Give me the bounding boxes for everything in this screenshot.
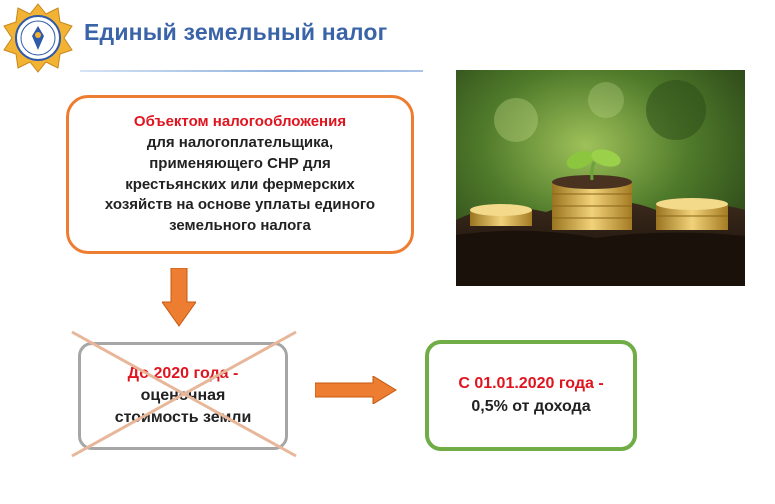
taxation-object-line: хозяйств на основе уплаты единого [104, 196, 376, 214]
coins-seedling-photo [456, 70, 745, 286]
new-rule-box: С 01.01.2020 года - 0,5% от дохода [425, 340, 637, 451]
taxation-object-line: применяющего СНР для [149, 154, 331, 172]
down-arrow-icon [162, 268, 196, 327]
old-rule-line: оценочная [140, 386, 226, 404]
taxation-object-heading: Объектом налогообложения [133, 113, 347, 131]
taxation-object-line: земельного налога [169, 216, 311, 234]
taxation-object-line: крестьянских или фермерских [125, 175, 355, 193]
old-rule-heading: До 2020 года - [127, 364, 239, 382]
old-rule-box: До 2020 года - оценочная стоимость земли [78, 342, 288, 450]
taxation-object-box: Объектом налогообложения для налогоплате… [66, 95, 414, 254]
old-rule-line: стоимость земли [114, 409, 252, 427]
page-title: Единый земельный налог [84, 19, 388, 45]
taxation-object-line: для налогоплательщика, [146, 134, 334, 152]
new-rule-line: 0,5% от дохода [471, 397, 591, 415]
right-arrow-icon [315, 376, 397, 404]
new-rule-heading: С 01.01.2020 года - [458, 375, 604, 393]
ministry-emblem-icon [3, 3, 73, 73]
title-underline [80, 70, 423, 72]
